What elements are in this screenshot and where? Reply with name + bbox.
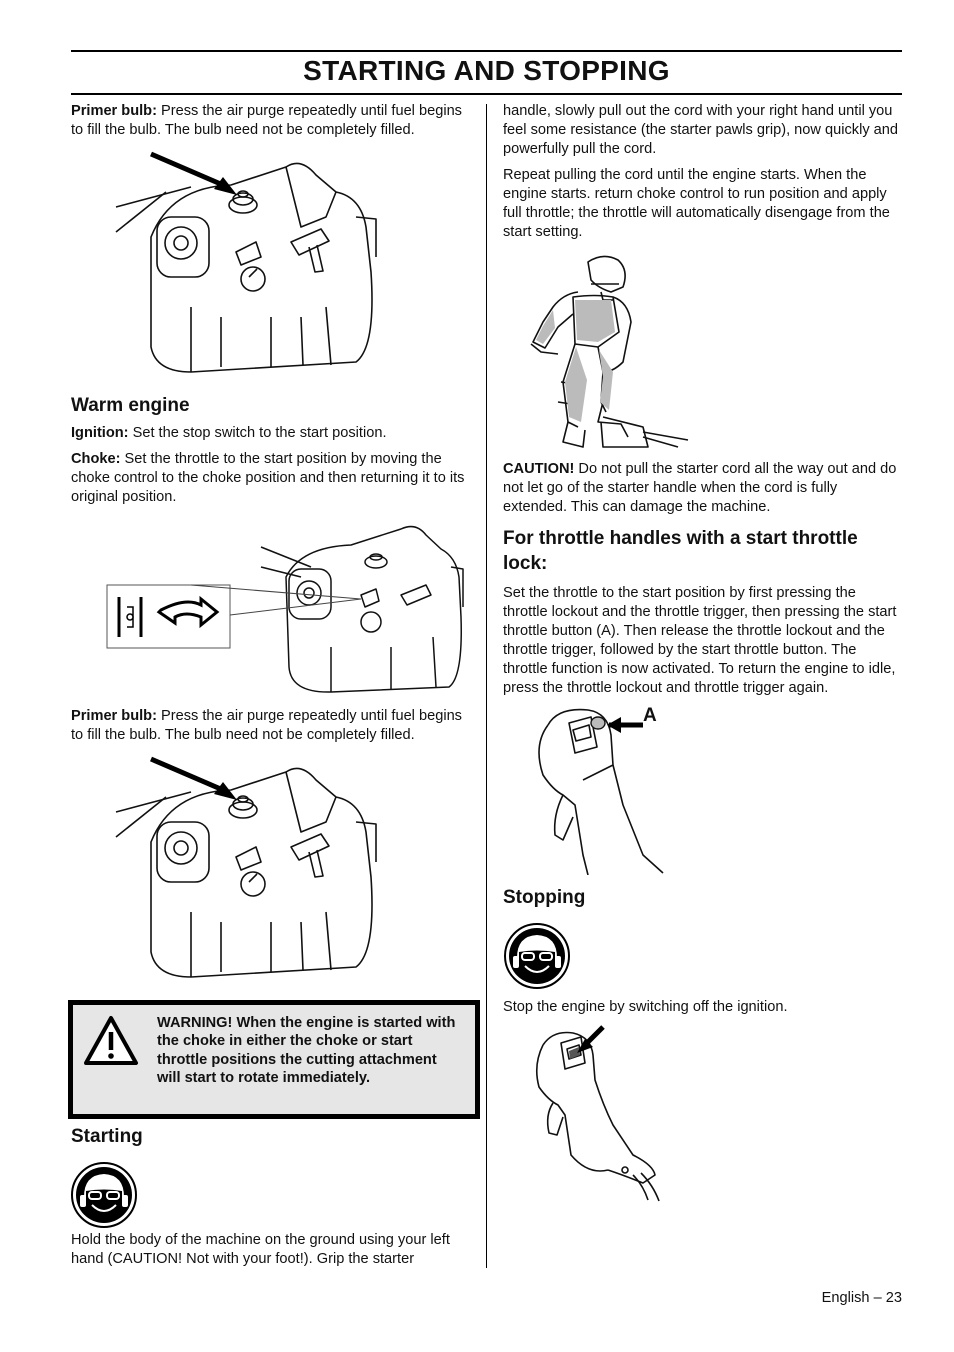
protective-equipment-icon-2 [504,923,570,989]
choke-paragraph: Choke: Set the throttle to the start pos… [71,450,469,507]
caution-paragraph: CAUTION! Do not pull the starter cord al… [503,460,903,517]
pull-cord-paragraph: handle, slowly pull out the cord with yo… [503,103,899,157]
throttle-handle-figure: A [503,705,903,875]
caution-label: CAUTION! [503,461,575,477]
engine-primer-figure [115,151,377,373]
primer-bulb-label-2: Primer bulb: [71,708,157,724]
choke-control-figure [106,525,464,693]
warning-triangle-icon [84,1016,138,1065]
start-throttle-label-a: A [643,705,657,726]
header-rule-bottom [71,93,902,95]
page-title: STARTING AND STOPPING [303,55,670,86]
primer-bulb-text-2: Press the air purge repeatedly until fue… [71,708,462,743]
ignition-label: Ignition: [71,425,129,441]
warning-box: WARNING! When the engine is started with… [68,1000,480,1119]
stopping-heading: Stopping [503,887,586,908]
starting-paragraph: Hold the body of the machine on the grou… [71,1232,450,1267]
warm-engine-heading: Warm engine [71,395,190,416]
page-footer: English – 23 [821,1290,902,1306]
choke-label: Choke: [71,451,121,467]
stop-switch-figure [535,1025,660,1202]
ignition-paragraph: Ignition: Set the stop switch to the sta… [71,424,469,443]
throttle-lock-paragraph: Set the throttle to the start position b… [503,585,897,696]
repeat-pulling-paragraph: Repeat pulling the cord until the engine… [503,167,890,240]
header-rule-top [71,50,902,52]
warning-text: WARNING! When the engine is started with… [157,1015,456,1087]
protective-equipment-icon [71,1162,137,1228]
left-column: Primer bulb: Press the air purge repeate… [71,102,469,982]
throttle-lock-heading: For throttle handles with a start thrott… [503,528,858,574]
column-divider [486,104,487,1268]
starting-heading: Starting [71,1126,143,1147]
primer-bulb-label: Primer bulb: [71,103,157,119]
choke-text: Set the throttle to the start position b… [71,451,465,505]
operator-starting-figure [530,255,689,448]
ignition-text: Set the stop switch to the start positio… [128,425,387,441]
primer-bulb-paragraph-1: Primer bulb: Press the air purge repeate… [71,102,469,140]
stopping-paragraph: Stop the engine by switching off the ign… [503,999,788,1015]
right-column: handle, slowly pull out the cord with yo… [503,102,903,1205]
engine-primer-figure-2 [115,756,377,978]
caution-text: Do not pull the starter cord all the way… [503,461,897,515]
primer-bulb-text: Press the air purge repeatedly until fue… [71,103,462,138]
primer-bulb-paragraph-2: Primer bulb: Press the air purge repeate… [71,707,469,745]
